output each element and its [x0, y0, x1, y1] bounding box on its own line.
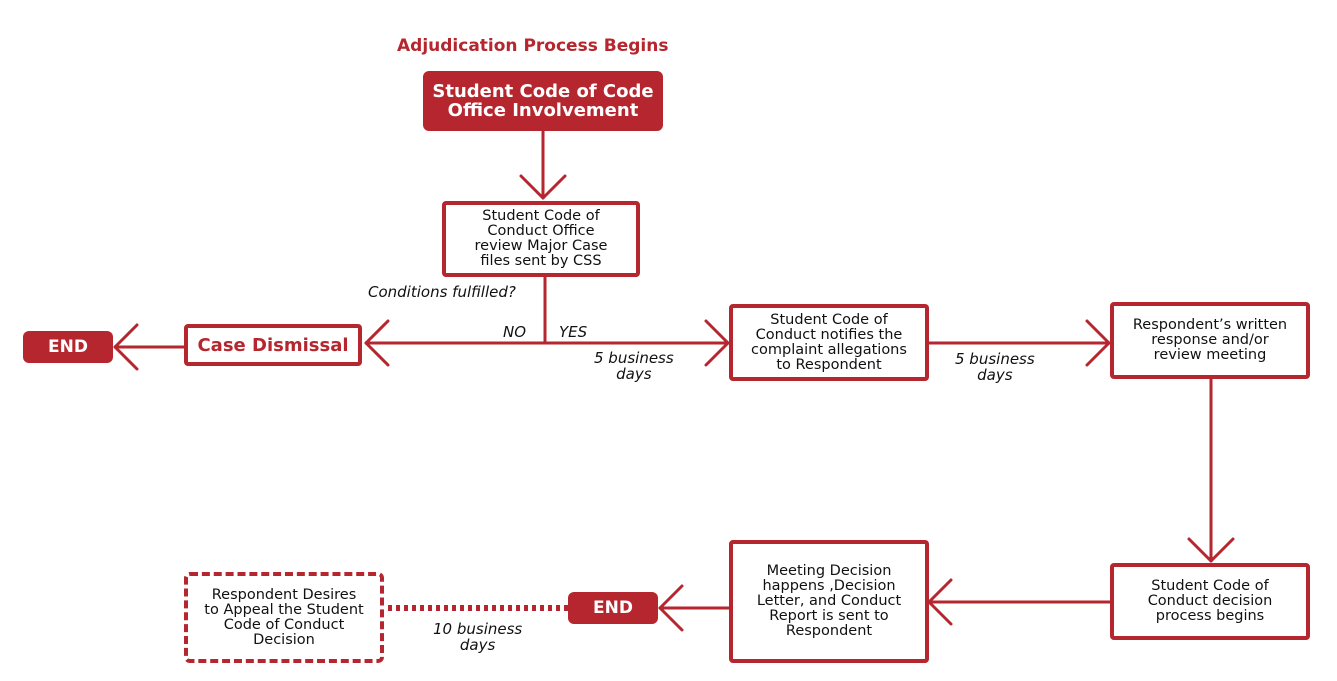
notify-respondent-box: Student Code of Conduct notifies the com… — [729, 304, 929, 381]
arrowhead-dismissal — [364, 319, 390, 367]
arrowhead-meeting — [927, 578, 953, 626]
arrowhead-decision — [1187, 537, 1235, 563]
decision-process-box: Student Code of Conduct decision process… — [1110, 563, 1310, 640]
business-days-label-3: 10 business days — [433, 620, 523, 654]
conditions-label: Conditions fulfilled? — [368, 283, 516, 301]
appeal-box: Respondent Desires to Appeal the Student… — [184, 572, 384, 663]
arrowhead-end-left — [113, 323, 139, 371]
arrowhead-notify — [704, 319, 730, 367]
arrowhead-response — [1085, 319, 1111, 367]
review-files-box: Student Code of Conduct Office review Ma… — [442, 201, 640, 277]
end-bottom-box: END — [568, 592, 658, 624]
meeting-decision-box: Meeting Decision happens ,Decision Lette… — [729, 540, 929, 663]
arrowhead-end-bottom — [658, 584, 684, 632]
no-label: NO — [503, 323, 527, 341]
business-days-label-1: 5 business days — [594, 349, 674, 383]
case-dismissal-box: Case Dismissal — [184, 324, 362, 366]
written-response-box: Respondent’s written response and/or rev… — [1110, 302, 1310, 379]
office-involvement-box: Student Code of Code Office Involvement — [423, 71, 663, 131]
end-left-box: END — [23, 331, 113, 363]
process-title: Adjudication Process Begins — [397, 36, 669, 56]
arrowhead-review — [519, 174, 567, 200]
business-days-label-2: 5 business days — [955, 350, 1035, 384]
yes-label: YES — [559, 323, 588, 341]
